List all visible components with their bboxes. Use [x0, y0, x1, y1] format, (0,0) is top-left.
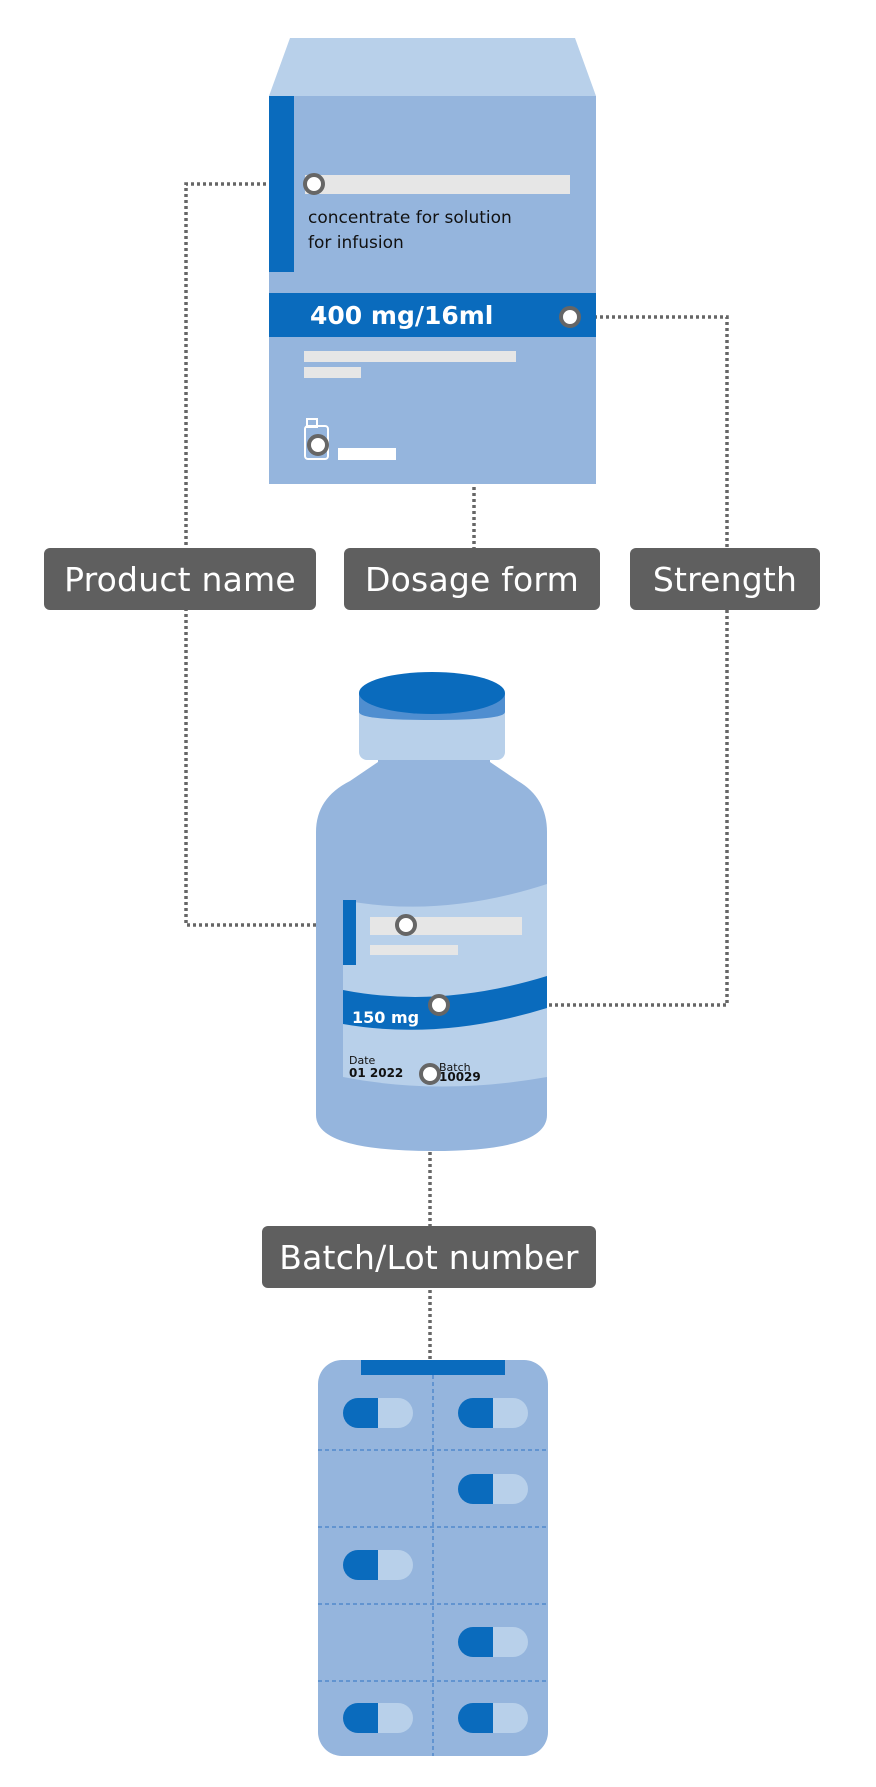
vial: 150 mg Date 01 2022 Batch 10029 — [316, 672, 547, 1151]
capsule — [343, 1398, 413, 1428]
carton-strength-text: 400 mg/16ml — [310, 301, 493, 330]
capsule — [458, 1398, 528, 1428]
blister-pack — [318, 1360, 548, 1756]
carton-dosage-form-line1: concentrate for solution — [308, 208, 512, 228]
carton-lid — [269, 38, 596, 96]
carton-white-bar — [338, 448, 396, 460]
label-strength: Strength — [630, 548, 820, 610]
callout-markers — [303, 173, 581, 1085]
vial-batch-label: Batch — [439, 1061, 471, 1074]
carton-text-bar-2 — [304, 367, 361, 378]
vial-date-value: 01 2022 — [349, 1066, 403, 1080]
vial-date-label: Date — [349, 1054, 376, 1067]
capsule — [458, 1703, 528, 1733]
marker-strength-vial — [428, 994, 450, 1016]
blister-top-tab — [361, 1360, 505, 1375]
blister-perforations — [318, 1375, 548, 1756]
vial-name-bar — [370, 917, 522, 935]
vial-strength-text: 150 mg — [352, 1008, 419, 1027]
carton-name-bar — [305, 175, 570, 194]
vial-batch-value: 10029 — [439, 1070, 481, 1084]
capsule — [343, 1703, 413, 1733]
marker-product-name-box — [303, 173, 325, 195]
connector-strength — [439, 315, 729, 1007]
marker-batch-vial — [419, 1063, 441, 1085]
label-product-name: Product name — [44, 548, 316, 610]
label-dosage-form: Dosage form — [344, 548, 600, 610]
carton-box: concentrate for solution for infusion 40… — [269, 38, 596, 484]
carton-text-bar-1 — [304, 351, 516, 362]
marker-product-name-vial — [395, 914, 417, 936]
carton-body — [269, 96, 596, 484]
vial-label-stripe — [343, 900, 356, 965]
vial-text-bar — [370, 945, 458, 955]
label-batch-lot-number: Batch/Lot number — [262, 1226, 596, 1288]
vial-cap-top — [359, 672, 505, 714]
carton-dosage-form-line2: for infusion — [308, 233, 404, 253]
marker-strength-box — [559, 306, 581, 328]
carton-side-stripe — [269, 96, 294, 272]
marker-dosage-form-box — [307, 434, 329, 456]
capsule — [458, 1627, 528, 1657]
capsule — [458, 1474, 528, 1504]
capsule — [343, 1550, 413, 1580]
carton-strength-band — [269, 293, 596, 337]
